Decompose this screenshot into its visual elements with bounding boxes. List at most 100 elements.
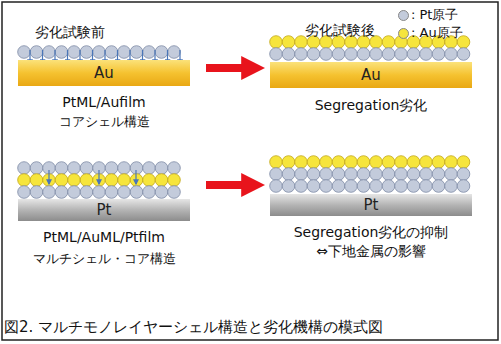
atom [382,180,395,193]
atom [68,186,81,199]
substrate-band: Au [270,62,472,88]
atom [382,168,395,181]
atom [270,168,283,181]
atom [30,174,43,187]
atom [382,36,395,49]
atom [370,168,383,181]
metal-label: Pt [364,196,379,214]
atom [143,186,156,199]
atom [118,174,131,187]
atom [105,162,118,175]
atom [295,156,308,169]
atom [432,48,445,61]
atom [395,156,408,169]
atom [118,46,131,59]
atom [395,180,408,193]
atom [345,168,358,181]
atom [407,48,420,61]
atom [155,186,168,199]
substrate-band: Pt [270,194,472,216]
atom [395,168,408,181]
atom [143,46,156,59]
atom [43,186,56,199]
legend-item: : Au原子 [398,24,463,42]
atom [357,180,370,193]
atom [270,180,283,193]
atom [332,180,345,193]
structure-type: コアシェル構造 [59,113,150,131]
atom [420,180,433,193]
atom [270,36,283,49]
atom [307,156,320,169]
structure-name: PtML/AuML/Ptfilm [43,229,165,245]
structure-type: マルチシェル・コア構造 [33,250,176,268]
atom [80,46,93,59]
atom [370,156,383,169]
atom [68,174,81,187]
atom [282,156,295,169]
atom [18,162,31,175]
atom [345,156,358,169]
atom [320,168,333,181]
atom [18,174,31,187]
atom [155,162,168,175]
metal-label: Pt [97,201,112,219]
atom [382,156,395,169]
atom [130,46,143,59]
metal-label: Au [94,64,114,82]
atom [420,168,433,181]
atom [295,180,308,193]
atom [320,48,333,61]
atom [395,48,408,61]
degradation-note: Segregation劣化の抑制 [294,224,449,242]
atom [307,48,320,61]
atom [143,162,156,175]
atom [68,162,81,175]
transition-arrow [206,64,246,72]
legend-swatch [398,10,409,21]
atom [345,48,358,61]
atom [407,168,420,181]
atom [80,162,93,175]
degradation-note: ⇔下地金属の影響 [316,243,426,261]
atom [407,156,420,169]
atom [420,156,433,169]
atom [357,156,370,169]
atom [270,156,283,169]
atom-layers [18,36,470,199]
atom [18,46,31,59]
legend-text: : Au原子 [411,24,463,42]
atom [30,186,43,199]
atom [307,168,320,181]
stage-heading: 劣化試験前 [35,24,105,42]
diffusion-arrow [98,170,99,184]
atom [307,180,320,193]
atom [445,168,458,181]
atom [432,156,445,169]
legend-swatch [398,28,409,39]
atom [282,168,295,181]
atom [43,46,56,59]
atom [55,46,68,59]
diffusion-arrow [48,170,49,184]
atom [168,162,181,175]
atom [168,186,181,199]
structure-name: PtML/Aufilm [62,94,145,110]
legend-text: : Pt原子 [411,6,458,24]
atom [407,180,420,193]
atom [432,180,445,193]
atom [295,168,308,181]
atom [55,174,68,187]
stage-heading: 劣化試験後 [305,22,375,40]
atom [30,46,43,59]
atom [270,48,283,61]
atom [55,186,68,199]
atom [168,46,181,59]
atom [420,48,433,61]
atom [80,174,93,187]
atom [357,48,370,61]
atom [357,168,370,181]
atom [457,180,470,193]
atom [320,156,333,169]
